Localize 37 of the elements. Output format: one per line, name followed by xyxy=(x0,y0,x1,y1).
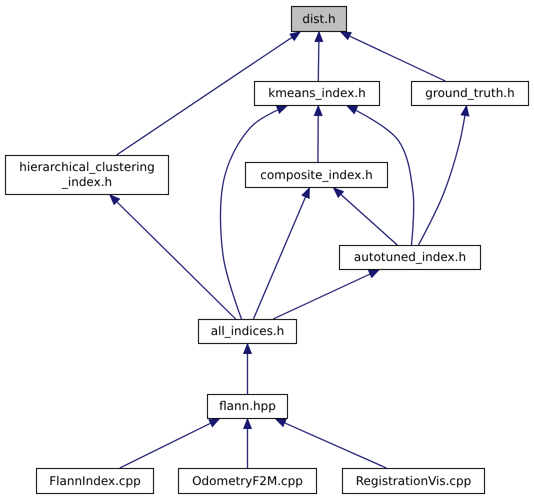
file-box xyxy=(411,81,529,106)
file-name: RegistrationVis.cpp xyxy=(356,474,472,488)
file-name: dist.h xyxy=(302,12,336,26)
arrow xyxy=(314,32,324,81)
file-box xyxy=(245,162,388,188)
file-name: ground_truth.h xyxy=(425,86,515,101)
arrow xyxy=(252,188,310,320)
file-name: all_indices.h xyxy=(210,324,284,339)
file-name: kmeans_index.h xyxy=(268,86,366,101)
arrow xyxy=(109,194,236,320)
arrow xyxy=(314,106,323,162)
file-name: composite_index.h xyxy=(260,168,373,182)
arrow xyxy=(418,106,470,246)
file-box xyxy=(36,468,154,494)
arrow xyxy=(333,188,398,246)
arrow xyxy=(243,344,252,394)
file-box xyxy=(342,468,485,494)
arrow xyxy=(120,418,220,469)
file-box xyxy=(178,468,317,494)
file-box xyxy=(5,155,169,195)
file-box xyxy=(339,245,481,270)
file-box xyxy=(291,6,347,32)
arrow xyxy=(243,418,252,468)
file-name: FlannIndex.cpp xyxy=(49,474,141,488)
arrow xyxy=(275,418,387,469)
file-box xyxy=(198,319,297,344)
arrow xyxy=(272,269,380,320)
file-box xyxy=(207,394,288,419)
arrow xyxy=(116,32,300,156)
arrow xyxy=(346,105,414,246)
file-name: autotuned_index.h xyxy=(354,250,466,265)
arrow xyxy=(220,105,288,320)
file-name: flann.hpp xyxy=(219,399,276,414)
file-box xyxy=(254,81,380,106)
file-name: hierarchical_clustering _index.h xyxy=(18,160,156,190)
arrow xyxy=(340,31,446,82)
file-name: OdometryF2M.cpp xyxy=(192,474,303,488)
